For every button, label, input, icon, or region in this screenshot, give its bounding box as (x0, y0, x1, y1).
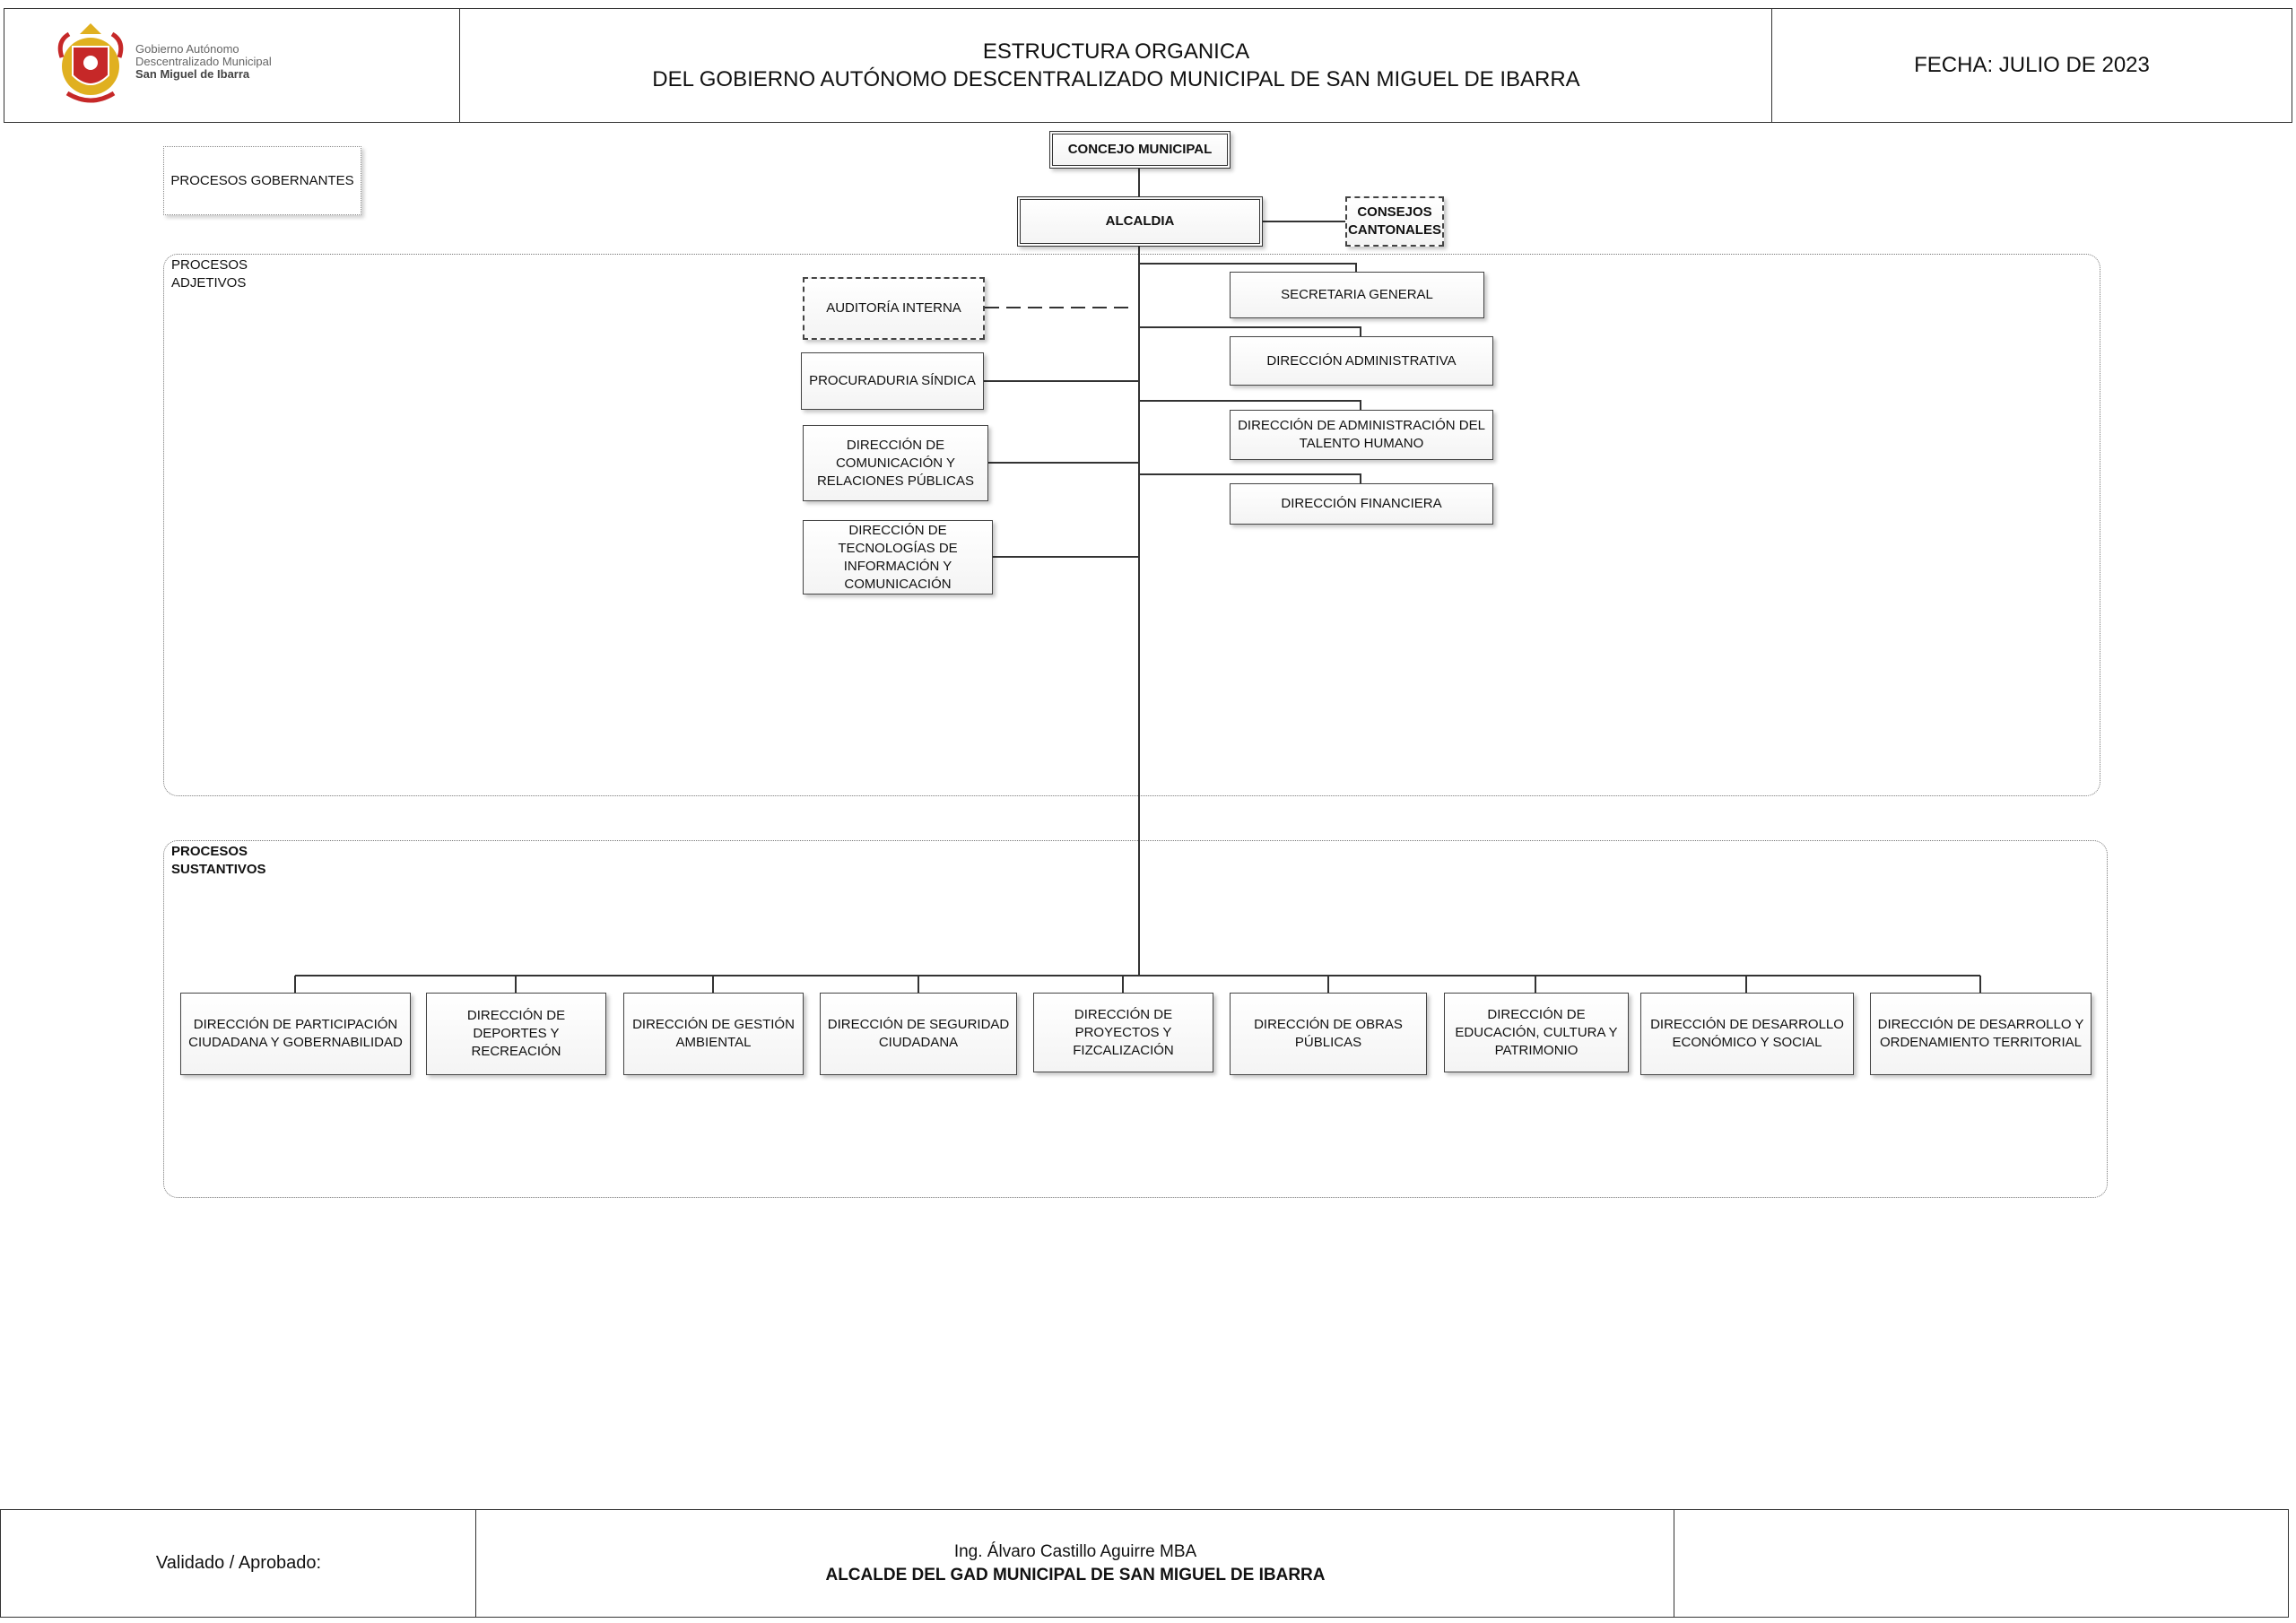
group-label-sustantivos-line-1: PROCESOS (171, 844, 248, 859)
group-label-adjetivos: PROCESOS ADJETIVOS (171, 256, 270, 292)
logo-line-1: Gobierno Autónomo (135, 42, 239, 56)
box-direccion-gestion-ambiental: DIRECCIÓN DE GESTIÓN AMBIENTAL (623, 993, 804, 1075)
group-label-sustantivos-line-2: SUSTANTIVOS (171, 862, 266, 877)
group-procesos-adjetivos: PROCESOS ADJETIVOS (163, 254, 2100, 796)
title-line-1: ESTRUCTURA ORGANICA (982, 39, 1250, 64)
municipal-seal-logo (57, 23, 124, 103)
footer-signer-role: ALCALDE DEL GAD MUNICIPAL DE SAN MIGUEL … (825, 1565, 1326, 1584)
box-secretaria-general: SECRETARIA GENERAL (1230, 272, 1484, 318)
footer-signer-name: Ing. Álvaro Castillo Aguirre MBA (953, 1541, 1197, 1561)
connector-financiera (1139, 473, 1361, 483)
connector-administrativa (1139, 326, 1361, 336)
box-direccion-ordenamiento-territorial: DIRECCIÓN DE DESARROLLO Y ORDENAMIENTO T… (1870, 993, 2092, 1075)
group-label-adjetivos-line-2: ADJETIVOS (171, 275, 247, 291)
box-direccion-obras-publicas: DIRECCIÓN DE OBRAS PÚBLICAS (1230, 993, 1427, 1075)
box-direccion-seguridad-ciudadana: DIRECCIÓN DE SEGURIDAD CIUDADANA (820, 993, 1017, 1075)
box-consejos-cantonales: CONSEJOS CANTONALES (1345, 196, 1444, 247)
box-concejo-municipal: CONCEJO MUNICIPAL (1049, 131, 1231, 169)
footer-validation-label: Validado / Aprobado: (0, 1509, 477, 1618)
box-direccion-desarrollo-economico: DIRECCIÓN DE DESARROLLO ECONÓMICO Y SOCI… (1640, 993, 1854, 1075)
logo-line-3: San Miguel de Ibarra (135, 67, 250, 81)
group-procesos-sustantivos: PROCESOS SUSTANTIVOS (163, 840, 2108, 1198)
box-direccion-participacion-ciudadana: DIRECCIÓN DE PARTICIPACIÓN CIUDADANA Y G… (180, 993, 411, 1075)
logo-line-2: Descentralizado Municipal (135, 55, 272, 68)
footer-signature: Ing. Álvaro Castillo Aguirre MBA ALCALDE… (475, 1509, 1675, 1618)
box-alcaldia: ALCALDIA (1017, 196, 1263, 247)
box-auditoria-interna: AUDITORÍA INTERNA (803, 277, 985, 340)
connector-talento (1139, 400, 1361, 410)
box-direccion-talento-humano: DIRECCIÓN DE ADMINISTRACIÓN DEL TALENTO … (1230, 410, 1493, 460)
connector-secretaria (1139, 263, 1357, 272)
logo-text: Gobierno Autónomo Descentralizado Munici… (135, 43, 272, 81)
title-line-2: DEL GOBIERNO AUTÓNOMO DESCENTRALIZADO MU… (652, 67, 1580, 91)
box-procuraduria-sindica: PROCURADURIA SÍNDICA (801, 352, 984, 410)
box-direccion-proyectos-fiscalizacion: DIRECCIÓN DE PROYECTOS Y FIZCALIZACIÓN (1033, 993, 1213, 1072)
box-direccion-deportes: DIRECCIÓN DE DEPORTES Y RECREACIÓN (426, 993, 606, 1075)
box-direccion-administrativa: DIRECCIÓN ADMINISTRATIVA (1230, 336, 1493, 386)
document-date: FECHA: JULIO DE 2023 (1771, 8, 2292, 123)
box-direccion-comunicacion: DIRECCIÓN DE COMUNICACIÓN Y RELACIONES P… (803, 425, 988, 501)
box-direccion-tecnologias: DIRECCIÓN DE TECNOLOGÍAS DE INFORMACIÓN … (803, 520, 993, 595)
box-direccion-educacion-cultura: DIRECCIÓN DE EDUCACIÓN, CULTURA Y PATRIM… (1444, 993, 1629, 1072)
group-label-sustantivos: PROCESOS SUSTANTIVOS (171, 843, 270, 879)
footer-signature-space (1674, 1509, 2289, 1618)
box-direccion-financiera: DIRECCIÓN FINANCIERA (1230, 483, 1493, 525)
group-label-adjetivos-line-1: PROCESOS (171, 257, 248, 273)
legend-procesos-gobernantes: PROCESOS GOBERNANTES (163, 146, 361, 215)
header-logo-cell: Gobierno Autónomo Descentralizado Munici… (4, 8, 461, 123)
